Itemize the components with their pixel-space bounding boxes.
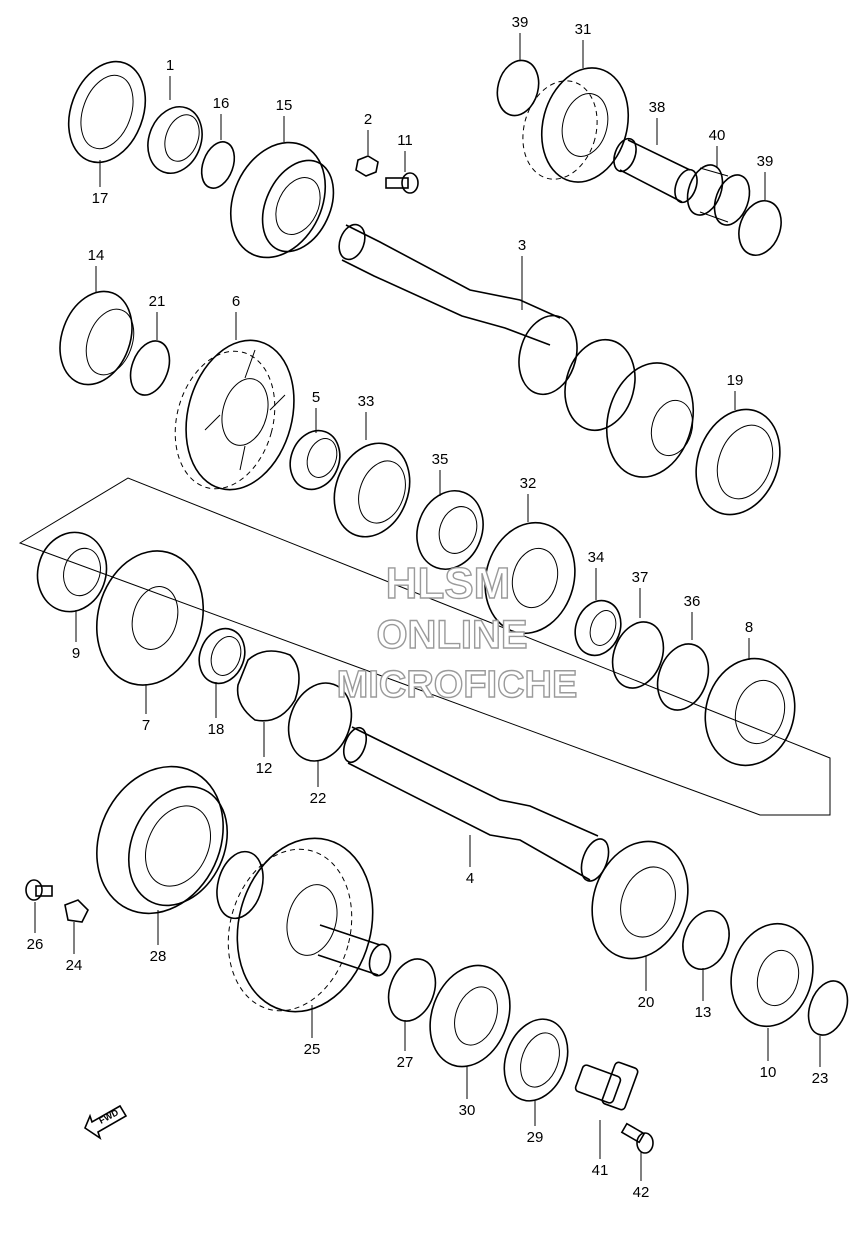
- part-label-p40: 40: [709, 127, 726, 144]
- part-label-p39a: 39: [512, 14, 529, 31]
- washer-39-right: [738, 200, 782, 256]
- part-label-p33: 33: [358, 393, 375, 410]
- countershaft-3: [338, 223, 695, 478]
- part-label-p32: 32: [520, 475, 537, 492]
- bearing-19: [695, 408, 781, 516]
- bushing-5: [289, 429, 341, 491]
- watermark-line2: ONLINE: [376, 613, 527, 657]
- watermark-line3: MICROFICHE: [337, 664, 578, 706]
- part-label-p24: 24: [66, 957, 83, 974]
- bearing-14: [59, 290, 135, 386]
- part-label-p37: 37: [632, 569, 649, 586]
- bolt-11: [385, 172, 419, 194]
- oil-seal-17: [67, 60, 147, 164]
- circlip-12: [236, 650, 300, 722]
- washer-39-top: [496, 59, 540, 117]
- gear-31: [522, 67, 630, 183]
- part-label-p16: 16: [213, 95, 230, 112]
- part-label-p12: 12: [256, 760, 273, 777]
- gear-25: [216, 837, 392, 1013]
- part-label-p14: 14: [88, 247, 105, 264]
- plate-24: [64, 899, 89, 923]
- part-label-p30: 30: [459, 1102, 476, 1119]
- washer-22: [287, 682, 353, 762]
- gear-6: [174, 339, 295, 491]
- bushing-34: [574, 599, 622, 657]
- leader-lines: [34, 33, 821, 1181]
- gear-10: [730, 922, 814, 1028]
- part-label-p35: 35: [432, 451, 449, 468]
- bolt-26: [25, 879, 53, 901]
- lock-washer-37: [611, 621, 665, 689]
- part-label-p13: 13: [695, 1004, 712, 1021]
- part-label-p3: 3: [518, 237, 526, 254]
- part-label-p5: 5: [312, 389, 320, 406]
- bearing-15: [229, 141, 335, 259]
- sensor-41: [574, 1061, 639, 1111]
- part-label-p11: 11: [397, 132, 413, 149]
- part-labels: 1234567891011121314151617181920212223242…: [27, 14, 829, 1201]
- part-label-p19: 19: [727, 372, 744, 389]
- fwd-label: FWD: [97, 1107, 120, 1126]
- part-label-p21: 21: [149, 293, 166, 310]
- gear-8: [704, 657, 796, 767]
- part-label-p1: 1: [166, 57, 174, 74]
- part-label-p26: 26: [27, 936, 44, 953]
- part-label-p31: 31: [575, 21, 592, 38]
- part-label-p18: 18: [208, 721, 225, 738]
- gear-7: [95, 550, 205, 686]
- fwd-arrow-icon: FWD: [84, 1104, 128, 1140]
- washer-21: [129, 340, 171, 396]
- gear-35: [416, 490, 484, 570]
- part-label-p20: 20: [638, 994, 655, 1011]
- part-label-p34: 34: [588, 549, 605, 566]
- collar-1: [147, 106, 203, 174]
- washer-27: [387, 958, 437, 1022]
- part-label-p36: 36: [684, 593, 701, 610]
- part-label-p4: 4: [466, 870, 474, 887]
- subassembly-outline: [18, 477, 831, 816]
- watermark-line1: HLSM: [386, 559, 511, 608]
- part-label-p17: 17: [92, 190, 109, 207]
- bushing-38: [613, 137, 698, 204]
- part-label-p2: 2: [364, 111, 372, 128]
- part-label-p41: 41: [592, 1162, 609, 1179]
- part-label-p6: 6: [232, 293, 240, 310]
- part-label-p8: 8: [745, 619, 753, 636]
- collar-13: [682, 910, 730, 970]
- bearing-28: [96, 765, 229, 915]
- o-ring-16: [200, 141, 236, 189]
- shift-sleeve-33: [333, 442, 411, 538]
- gear-32: [484, 521, 576, 635]
- oil-seal-29: [503, 1018, 569, 1102]
- part-label-p42: 42: [633, 1184, 650, 1201]
- driveshaft-4: [342, 726, 610, 882]
- lock-washer-36: [656, 643, 710, 711]
- part-label-p25: 25: [304, 1041, 321, 1058]
- part-label-p23: 23: [812, 1070, 829, 1087]
- bearing-20: [591, 840, 689, 960]
- part-label-p9: 9: [72, 645, 80, 662]
- part-label-p22: 22: [310, 790, 327, 807]
- part-label-p7: 7: [142, 717, 150, 734]
- gear-9: [36, 531, 108, 613]
- bearing-30: [429, 964, 511, 1068]
- watermark: HLSM ONLINE MICROFICHE: [336, 558, 578, 706]
- part-label-p10: 10: [760, 1064, 777, 1081]
- part-label-p39b: 39: [757, 153, 774, 170]
- part-label-p38: 38: [649, 99, 666, 116]
- bushing-18: [198, 627, 246, 685]
- circlip-23: [807, 980, 849, 1036]
- bolt-42: [620, 1122, 654, 1154]
- part-label-p28: 28: [150, 948, 167, 965]
- needle-bearing-40: [686, 164, 751, 226]
- part-label-p27: 27: [397, 1054, 414, 1071]
- nut-2: [355, 155, 379, 177]
- part-label-p29: 29: [527, 1129, 544, 1146]
- part-label-p15: 15: [276, 97, 293, 114]
